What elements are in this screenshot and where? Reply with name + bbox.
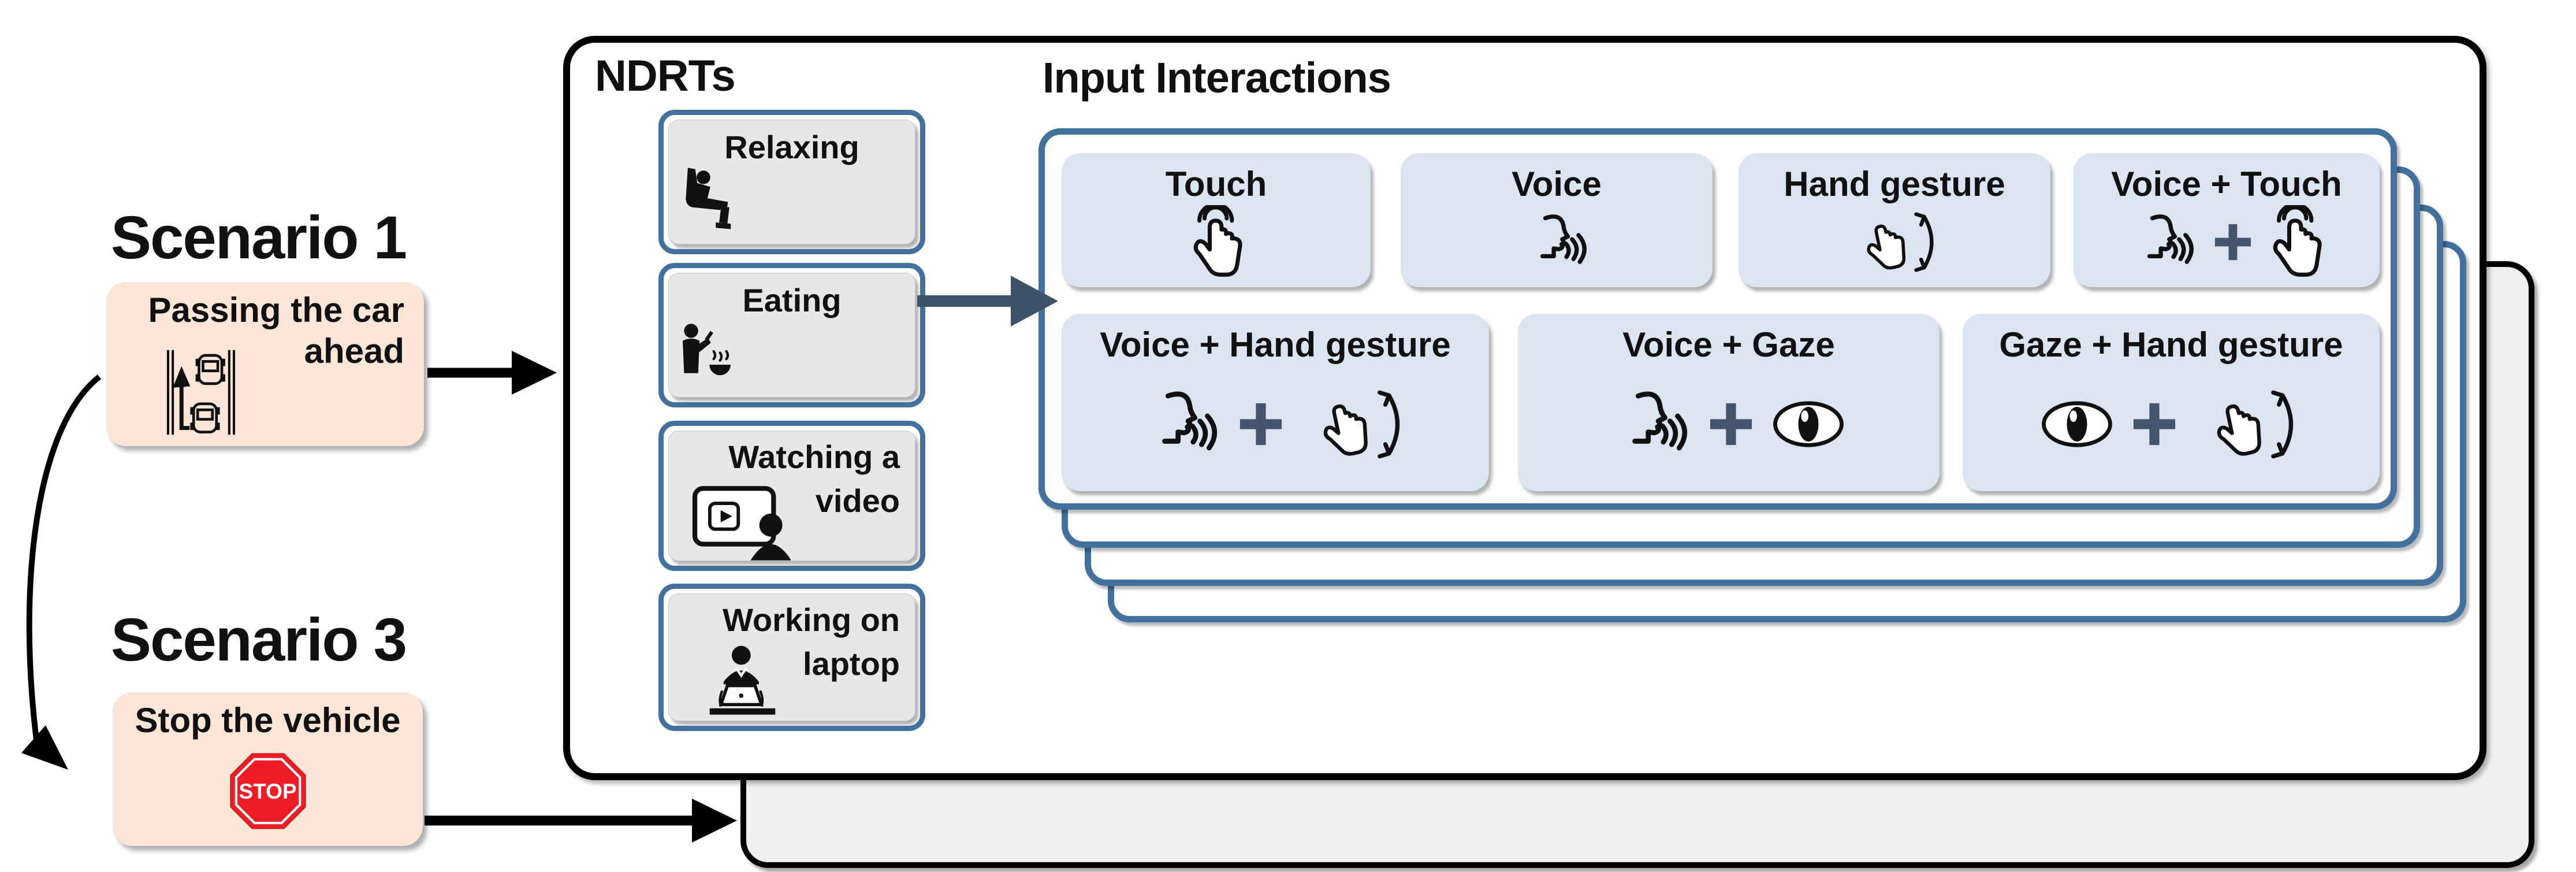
interaction-label-voice-touch: Voice + Touch xyxy=(2111,165,2342,203)
gaze-icon xyxy=(1769,395,1848,453)
ndrt-card-relaxing: Relaxing xyxy=(658,110,925,254)
scenario1-box: Passing the car ahead xyxy=(106,282,424,446)
input-interactions-section-title: Input Interactions xyxy=(1043,54,1391,102)
scenario1-label-line2: ahead xyxy=(304,331,404,370)
interaction-label-touch: Touch xyxy=(1165,165,1267,203)
voice-icon xyxy=(1140,383,1223,466)
interaction-card-voice: Voice xyxy=(1401,153,1713,287)
overtaking-cars-icon xyxy=(164,347,238,438)
plus-icon xyxy=(1706,399,1756,449)
arrow-scenario1-to-main-panel xyxy=(427,351,557,395)
interaction-label-gaze-hand-gesture: Gaze + Hand gesture xyxy=(1999,325,2343,364)
gaze-icon xyxy=(2037,395,2117,453)
stop-sign-text: STOP xyxy=(239,780,297,803)
plus-icon xyxy=(2130,399,2179,449)
ndrts-section-title: NDRTs xyxy=(595,51,736,101)
stop-sign-icon: STOP xyxy=(228,751,308,831)
scenario1-title: Scenario 1 xyxy=(110,204,407,272)
ndrt-label-working-line1: Working on xyxy=(723,602,900,638)
scenario1-label-line1: Passing the car xyxy=(148,291,404,329)
scenario3-label: Stop the vehicle xyxy=(135,701,401,740)
watching-video-icon xyxy=(691,484,799,561)
touch-icon xyxy=(1188,205,1245,279)
ndrt-card-watching-video: Watching a video xyxy=(658,421,925,571)
interaction-label-hand-gesture: Hand gesture xyxy=(1784,165,2005,203)
interaction-card-hand-gesture: Hand gesture xyxy=(1739,153,2050,287)
ndrt-label-watching-line1: Watching a xyxy=(728,439,900,475)
ndrt-label-working-line2: laptop xyxy=(803,645,900,682)
ndrt-card-eating: Eating xyxy=(658,263,925,407)
ndrt-label-watching-line2: video xyxy=(815,482,900,519)
interaction-label-voice: Voice xyxy=(1512,165,1602,203)
ndrt-card-working-laptop: Working on laptop xyxy=(658,584,925,731)
interaction-label-voice-hand-gesture: Voice + Hand gesture xyxy=(1100,325,1451,364)
voice-icon xyxy=(1610,383,1693,466)
ndrt-label-relaxing: Relaxing xyxy=(724,129,859,165)
eating-person-icon xyxy=(669,320,742,390)
arrow-scenario3-to-back-panel xyxy=(425,799,737,843)
voice-icon xyxy=(2128,207,2199,277)
scenario3-title: Scenario 3 xyxy=(110,606,407,674)
ndrt-label-eating: Eating xyxy=(742,282,842,318)
interaction-card-touch: Touch xyxy=(1062,153,1371,287)
scenario3-box: Stop the vehicle STOP xyxy=(113,692,423,846)
plus-icon xyxy=(1236,399,1286,449)
hand-gesture-icon xyxy=(1845,208,1944,276)
interaction-card-voice-touch: Voice + Touch xyxy=(2074,153,2380,287)
interaction-card-voice-gaze: Voice + Gaze xyxy=(1518,314,1940,491)
interaction-label-voice-gaze: Voice + Gaze xyxy=(1622,325,1835,364)
voice-icon xyxy=(1521,207,1592,277)
hand-gesture-icon xyxy=(1298,385,1412,463)
touch-icon xyxy=(2267,205,2325,279)
relaxing-person-icon xyxy=(669,166,738,235)
arrow-scenario1-to-scenario3 xyxy=(21,374,102,770)
interaction-card-gaze-hand-gesture: Gaze + Hand gesture xyxy=(1963,314,2380,491)
hand-gesture-icon xyxy=(2192,385,2305,463)
interaction-card-voice-hand-gesture: Voice + Hand gesture xyxy=(1062,314,1489,491)
working-on-laptop-icon xyxy=(692,641,793,721)
plus-icon xyxy=(2212,221,2254,264)
